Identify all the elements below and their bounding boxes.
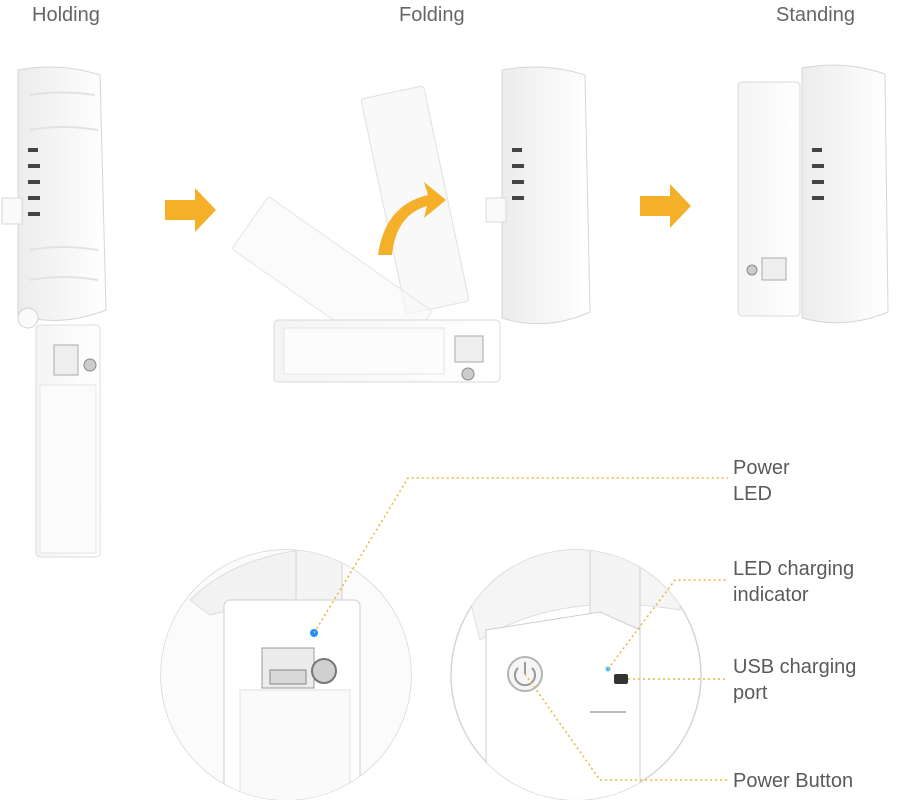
stage-label-standing: Standing (776, 4, 855, 26)
callout-text: USB charging (733, 656, 857, 678)
callout-text: LED (733, 483, 772, 505)
arrow-right-icon (165, 188, 216, 232)
fan-holding (1, 66, 107, 558)
callout-usb-port: USB charging port (733, 654, 856, 706)
stage-label-holding: Holding (32, 4, 100, 26)
fan-folding (232, 66, 591, 383)
callout-lines (313, 477, 728, 781)
callout-power-button: Power Button (733, 770, 854, 792)
callout-text: port (733, 682, 768, 704)
callout-text: indicator (733, 584, 809, 606)
callout-led-indicator: LED charging indicator (733, 556, 854, 608)
stage-label-folding: Folding (399, 4, 465, 26)
callout-text: Power (733, 457, 790, 479)
detail-circle-power-led (160, 549, 412, 800)
usb-port-icon (614, 674, 628, 684)
detail-circle-ports (450, 549, 702, 800)
callout-power-led: Power LED (733, 455, 790, 507)
callout-text: LED charging (733, 558, 855, 580)
arrow-right-icon (640, 184, 691, 228)
fan-standing (737, 64, 889, 324)
fold-arrow-icon (378, 182, 446, 255)
